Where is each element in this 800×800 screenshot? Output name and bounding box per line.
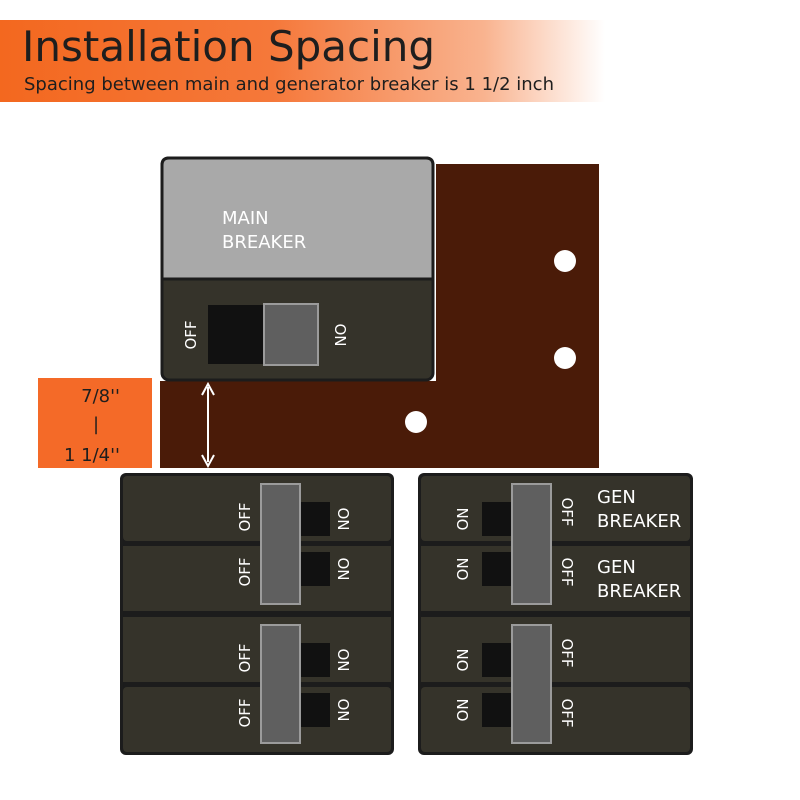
on-label: ON xyxy=(334,698,352,721)
on-label: ON xyxy=(334,557,352,580)
off-label: OFF xyxy=(236,698,254,727)
switch-block xyxy=(300,502,330,536)
off-label: OFF xyxy=(558,497,576,526)
arrow-up-icon xyxy=(201,381,215,396)
switch-block xyxy=(300,552,330,586)
on-label: ON xyxy=(454,557,472,580)
switch-block xyxy=(300,693,330,727)
tandem-handle xyxy=(260,624,301,744)
breaker-slot xyxy=(123,546,391,611)
mounting-hole xyxy=(554,250,576,272)
tandem-handle xyxy=(511,624,552,744)
on-label: ON xyxy=(454,507,472,530)
main-breaker: MAIN BREAKER OFF ON xyxy=(160,156,435,382)
main-breaker-off-label: OFF xyxy=(182,320,200,349)
on-label: ON xyxy=(454,698,472,721)
main-breaker-label-line2: BREAKER xyxy=(222,232,306,253)
off-label: OFF xyxy=(236,502,254,531)
off-label: OFF xyxy=(558,557,576,586)
main-breaker-label-line1: MAIN xyxy=(222,208,269,229)
switch-block xyxy=(300,643,330,677)
gen-breaker-2-label-line1: GEN xyxy=(597,557,636,578)
gen-breaker-1-label-line1: GEN xyxy=(597,487,636,508)
switch-block xyxy=(482,643,512,677)
bus-bar-plate xyxy=(160,164,599,468)
dimension-top-label: 7/8'' xyxy=(81,386,120,407)
off-label: OFF xyxy=(558,698,576,727)
spacing-dimension: 7/8'' | 1 1/4'' xyxy=(38,378,215,469)
tandem-handle xyxy=(260,483,301,605)
off-label: OFF xyxy=(558,638,576,667)
dimension-bottom-label: 1 1/4'' xyxy=(64,445,120,466)
main-breaker-on-label: ON xyxy=(331,323,349,346)
off-label: OFF xyxy=(236,643,254,672)
breaker-slot xyxy=(421,617,690,682)
page-subtitle: Spacing between main and generator break… xyxy=(24,74,554,95)
gen-breaker-1-label-line2: BREAKER xyxy=(597,511,681,532)
on-label: ON xyxy=(454,648,472,671)
mounting-hole xyxy=(554,347,576,369)
switch-block xyxy=(482,502,512,536)
mounting-hole xyxy=(405,411,427,433)
dimension-separator: | xyxy=(93,414,99,435)
on-label: ON xyxy=(334,507,352,530)
on-label: ON xyxy=(334,648,352,671)
switch-block xyxy=(482,693,512,727)
arrow-down-icon xyxy=(201,454,215,469)
right-breaker-stack: ON ON ON ON OFF OFF OFF OFF GEN BREAKER … xyxy=(418,473,693,755)
main-breaker-off-switch xyxy=(208,305,264,364)
breaker-slot xyxy=(421,546,690,611)
dimension-callout xyxy=(38,378,152,468)
tandem-handle xyxy=(511,483,552,605)
header-band xyxy=(0,20,605,102)
gen-breaker-2-label-line2: BREAKER xyxy=(597,581,681,602)
main-breaker-handle xyxy=(263,303,319,366)
breaker-slot xyxy=(123,617,391,682)
page-title: Installation Spacing xyxy=(22,22,436,71)
off-label: OFF xyxy=(236,557,254,586)
switch-block xyxy=(482,552,512,586)
left-breaker-stack: OFF OFF OFF OFF ON ON ON ON xyxy=(120,473,394,755)
